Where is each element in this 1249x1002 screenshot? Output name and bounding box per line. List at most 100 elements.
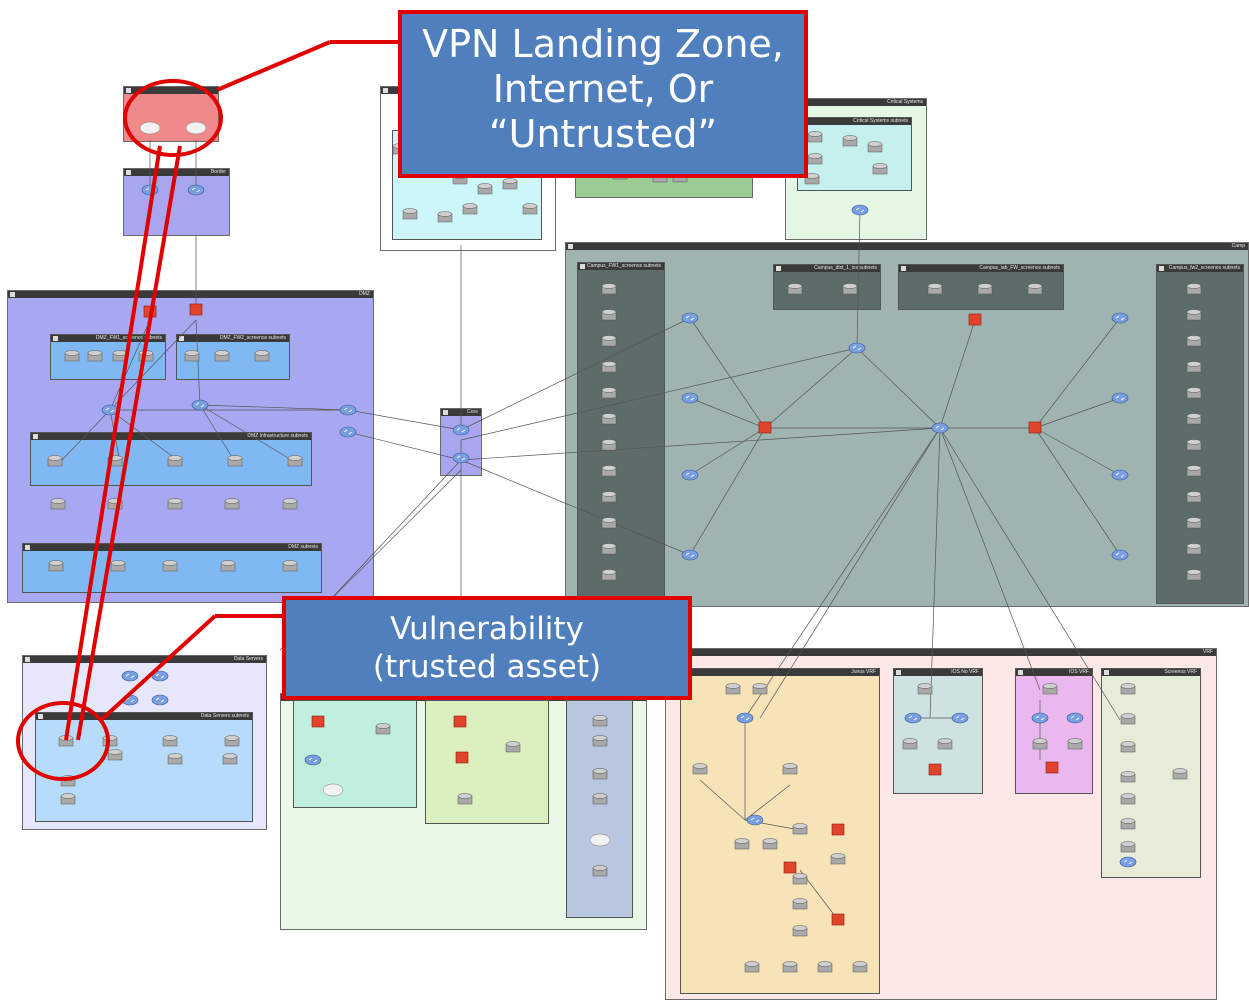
subnet-icon	[734, 838, 750, 850]
subnet-icon	[1186, 283, 1202, 295]
subnet-icon	[1120, 771, 1136, 783]
subzone-junos-vrf: Junos VRF	[680, 668, 880, 994]
network-link	[1034, 317, 1121, 429]
router-icon	[681, 392, 699, 404]
network-link	[689, 317, 766, 429]
subnet-icon	[817, 961, 833, 973]
firewall-icon	[455, 751, 469, 764]
router-icon	[681, 312, 699, 324]
subnet-icon	[592, 735, 608, 747]
vulnerability-highlight-circle	[16, 701, 110, 781]
attack-path-line-2	[76, 145, 182, 741]
router-icon	[1066, 712, 1084, 724]
network-link	[1034, 427, 1121, 476]
subnet-icon	[107, 749, 123, 761]
subnet-icon	[592, 715, 608, 727]
subnet-icon	[60, 793, 76, 805]
subnet-icon	[792, 823, 808, 835]
subnet-icon	[522, 203, 538, 215]
subnet-icon	[601, 309, 617, 321]
subnet-icon	[1172, 768, 1188, 780]
subnet-icon	[1120, 793, 1136, 805]
subnet-icon	[224, 498, 240, 510]
network-link	[744, 784, 791, 821]
router-icon	[1111, 392, 1129, 404]
subnet-icon	[867, 141, 883, 153]
network-link	[329, 459, 462, 601]
highlight-overlay	[16, 40, 398, 781]
subnet-icon	[1120, 713, 1136, 725]
subnet-icon	[1186, 569, 1202, 581]
subnet-icon	[162, 560, 178, 572]
subnet-icon	[167, 498, 183, 510]
network-link	[199, 404, 349, 411]
router-icon	[1031, 712, 1049, 724]
subnet-icon	[601, 465, 617, 477]
firewall-icon	[311, 715, 325, 728]
subnet-icon	[375, 723, 391, 735]
zone-untrusted	[123, 86, 219, 142]
subnet-icon	[601, 543, 617, 555]
subnet-icon	[1067, 738, 1083, 750]
subnet-icon	[1186, 517, 1202, 529]
subnet-icon	[287, 455, 303, 467]
subnet-icon	[792, 898, 808, 910]
router-icon	[1111, 469, 1129, 481]
network-link	[460, 317, 691, 431]
subnet-icon	[1120, 818, 1136, 830]
router-icon	[191, 399, 209, 411]
zone-untrusted-title[interactable]	[124, 87, 218, 94]
router-icon	[904, 712, 922, 724]
subzone-branch-b	[425, 700, 549, 824]
subnet-icon	[184, 350, 200, 362]
firewall-icon	[968, 313, 982, 326]
network-link	[744, 427, 941, 719]
router-icon	[1119, 856, 1137, 868]
network-link	[1034, 427, 1121, 556]
subnet-icon	[1186, 439, 1202, 451]
zone-campus-title[interactable]: Camp	[566, 243, 1248, 250]
subnet-icon	[402, 208, 418, 220]
subnet-icon	[927, 283, 943, 295]
network-link	[689, 427, 766, 476]
subnet-icon	[725, 683, 741, 695]
router-icon	[151, 694, 169, 706]
network-link	[856, 209, 861, 349]
subnet-icon	[214, 350, 230, 362]
subnet-icon	[601, 413, 617, 425]
subnet-icon	[592, 793, 608, 805]
subnet-icon	[48, 560, 64, 572]
network-link	[699, 779, 746, 821]
subnet-icon	[1120, 741, 1136, 753]
router-icon	[339, 426, 357, 438]
router-icon	[931, 422, 949, 434]
network-link	[939, 427, 1121, 721]
untrusted-highlight-circle	[123, 79, 223, 157]
subnet-icon	[1042, 683, 1058, 695]
subnet-icon	[601, 387, 617, 399]
network-link	[689, 427, 766, 556]
zone-data-servers-title[interactable]: Data Servers	[23, 656, 266, 663]
subnet-icon	[902, 738, 918, 750]
subnet-icon	[1186, 465, 1202, 477]
router-icon	[452, 452, 470, 464]
network-link	[460, 347, 858, 441]
router-icon	[851, 204, 869, 216]
callout-vulnerability-line-2: (trusted asset)	[372, 649, 602, 685]
zone-dmz-title[interactable]: DMZ	[8, 291, 373, 298]
network-link	[347, 409, 462, 431]
subnet-icon	[1186, 491, 1202, 503]
router-icon	[187, 184, 205, 196]
network-link	[764, 347, 858, 429]
firewall-icon	[189, 303, 203, 316]
subnet-icon	[220, 560, 236, 572]
network-link	[856, 347, 941, 429]
firewall-icon	[1028, 421, 1042, 434]
subnet-icon	[254, 350, 270, 362]
network-link	[59, 409, 111, 463]
subnet-icon	[1186, 309, 1202, 321]
network-link	[199, 404, 296, 463]
callout-untrusted: VPN Landing Zone, Internet, Or “Untruste…	[398, 10, 808, 178]
subnet-icon	[64, 350, 80, 362]
subnet-icon	[1186, 543, 1202, 555]
